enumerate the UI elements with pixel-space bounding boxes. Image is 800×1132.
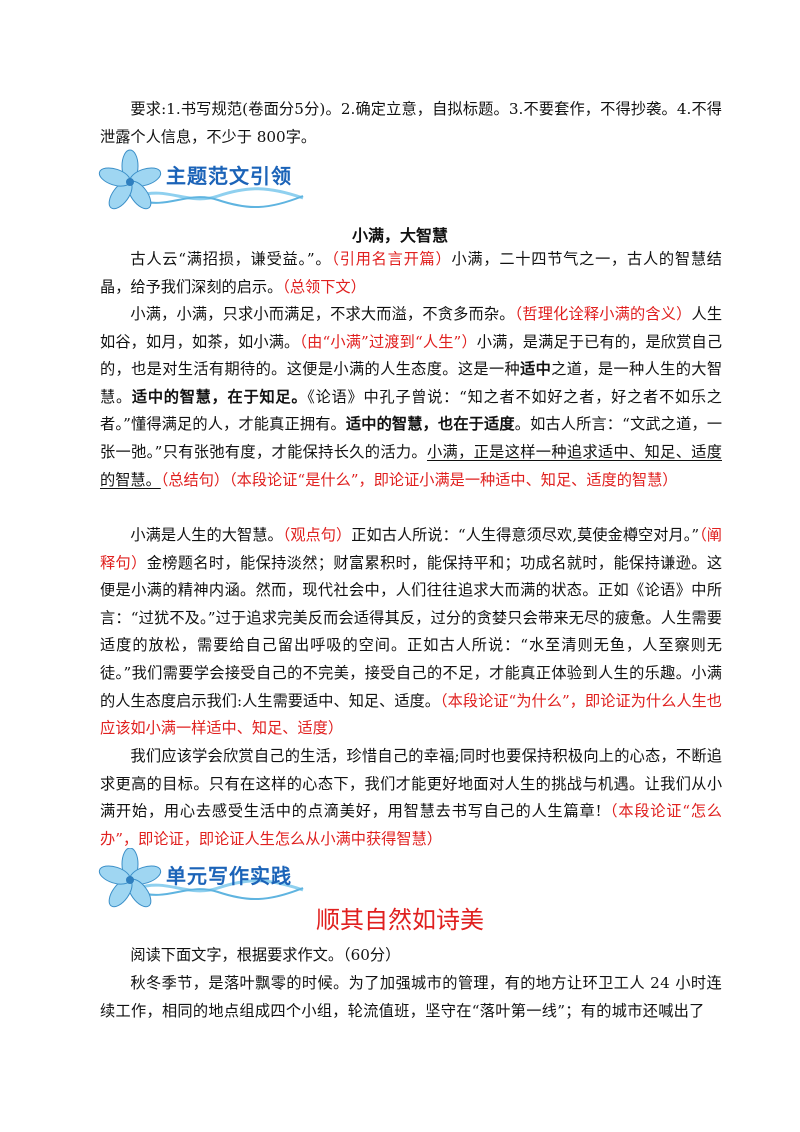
section-banner-unit-practice: 单元写作实践 [98, 848, 308, 914]
essay-title: 小满，大智慧 [351, 226, 448, 245]
annotation-note: （阐释句） [100, 526, 722, 572]
essay-paragraph-4: 我们应该学会欣赏自己的生活，珍惜自己的幸福;同时也要保持积极向上的心态，不断追求… [100, 743, 722, 853]
flower-icon [98, 149, 304, 210]
banner-title: 主题范文引领 [166, 164, 292, 188]
essay-paragraph-1: 古人云“满招损，谦受益。”。（引用名言开篇）小满，二十四节气之一，古人的智慧结晶… [100, 246, 722, 301]
requirements-text: 要求:1.书写规范(卷面分5分)。2.确定立意，自拟标题。3.不要套作，不得抄袭… [100, 100, 722, 146]
bold-text: 适中 [520, 360, 552, 379]
essay-text: 小满，二十四节气之一，古人的智慧结晶，给予我们深刻的启示。 [100, 250, 722, 296]
annotation-note: （本段论证“怎么办”，即论证，即论证人生怎么从小满中获得智慧） [100, 802, 722, 848]
practice-instruction: 阅读下面文字，根据要求作文。（60分） [130, 946, 401, 964]
essay-paragraph-3: 小满是人生的大智慧。（观点句）正如古人所说：“人生得意须尽欢,莫使金樽空对月。”… [100, 522, 722, 743]
annotation-note: （观点句） [282, 526, 352, 544]
essay-text: 。如古人所言：“文武之道，一张一弛。”只有张弛有度，才能保持长久的活力。 [100, 415, 723, 461]
annotation-note: （由“小满”过渡到“人生”） [299, 332, 477, 351]
annotation-note: （引用名言开篇） [331, 250, 452, 268]
essay-paragraph-2: 小满，小满，只求小而满足，不求大而溢，不贪多而杂。（哲理化诠释小满的含义）人生如… [100, 301, 722, 494]
essay-text: 古人云“满招损，谦受益。”。 [130, 250, 332, 268]
underlined-summary: 小满，正是这样一种追求适中、知足、适度的智慧。 [100, 442, 722, 489]
essay-text: 我们应该学会欣赏自己的生活，珍惜自己的幸福;同时也要保持积极向上的心态，不断追求… [100, 747, 722, 821]
essay-text: 小满是人生的大智慧。 [130, 526, 283, 544]
essay-text: 之道，是一种人生的大智慧。 [100, 360, 723, 406]
bold-text: 适中的智慧，也在于适度 [345, 415, 515, 434]
essay-text: 金榜题名时，能保持淡然；财富累积时，能保持平和；功成名就时，能保持谦逊。这便是小… [100, 553, 723, 710]
annotation-note: （本段论证“是什么”，即论证小满是一种适中、知足、适度的智慧） [229, 470, 678, 489]
essay-text: 小满，是满足于已有的，是欣赏自己的，也是对生活有期待的。这便是小满的人生态度。这… [100, 332, 723, 379]
essay-text: 正如古人所说：“人生得意须尽欢,莫使金樽空对月。” [351, 526, 700, 544]
annotation-note: （哲理化诠释小满的含义） [514, 305, 692, 323]
practice-title: 顺其自然如诗美 [316, 906, 484, 934]
bold-text: 适中的智慧，在于知足。 [131, 387, 308, 406]
practice-passage: 秋冬季节，是落叶飘零的时候。为了加强城市的管理，有的地方让环卫工人 24 小时连… [100, 974, 722, 1020]
banner-title: 单元写作实践 [166, 864, 292, 888]
annotation-note: （总结句） [160, 470, 230, 489]
essay-text: 《论语》中孔子曾说：“知之者不如好之者，好之者不如乐之者。”懂得满足的人，才能真… [100, 387, 722, 434]
annotation-note: （本段论证“为什么”，即论证为什么人生也应该如小满一样适中、知足、适度） [100, 691, 722, 738]
flower-icon [98, 848, 304, 908]
section-banner-model-essay: 主题范文引领 [98, 148, 308, 214]
annotation-note: （总领下文） [282, 277, 366, 296]
essay-text: 小满，小满，只求小而满足，不求大而溢，不贪多而杂。 [130, 305, 515, 323]
essay-text: 人生如谷，如月，如茶，如小满。 [100, 305, 723, 351]
